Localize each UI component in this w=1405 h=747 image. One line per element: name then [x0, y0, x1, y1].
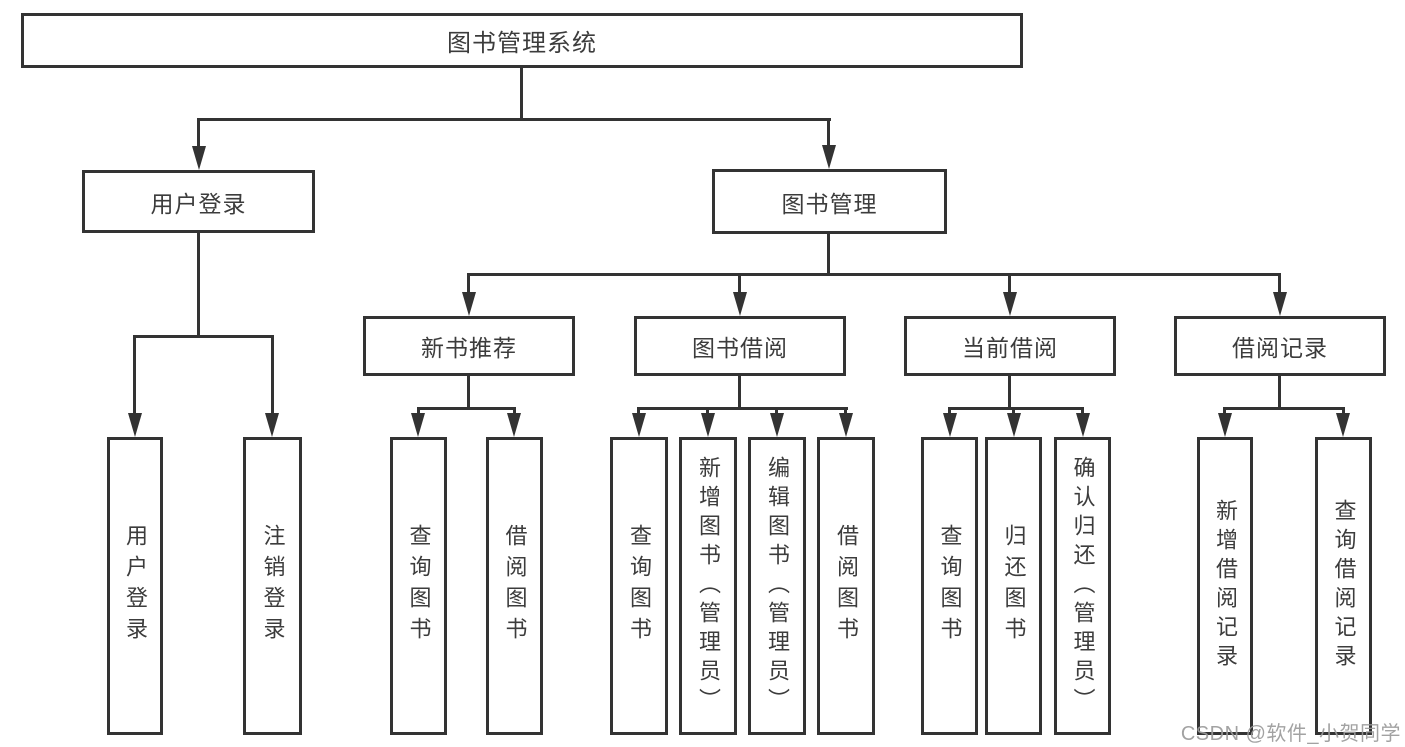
leaf-nb-borrow-books: 借阅图书 [486, 437, 543, 735]
arrow-leaf-logout [265, 413, 279, 437]
leaf-nb-query-books: 查询图书 [390, 437, 447, 735]
connector-drop-book-management [827, 118, 830, 147]
arrow-cb-confirm [1076, 413, 1090, 437]
connector-drop-new-book [467, 273, 470, 295]
arrow-book-borrow [733, 292, 747, 316]
leaf-logout-login: 注销登录 [243, 437, 302, 735]
connector-drop-leaf-user-login [133, 335, 136, 415]
leaf-bb-borrow-books: 借阅图书 [817, 437, 875, 735]
arrow-cb-return [1007, 413, 1021, 437]
leaf-br-query-record: 查询借阅记录 [1315, 437, 1372, 735]
connector-modules-split [467, 273, 1281, 276]
node-new-book-recommend: 新书推荐 [363, 316, 575, 376]
arrow-cb-query [943, 413, 957, 437]
leaf-cb-query-books: 查询图书 [921, 437, 978, 735]
connector-user-login-split [133, 335, 274, 338]
connector-root-trunk [520, 66, 523, 120]
leaf-cb-return-books: 归还图书 [985, 437, 1042, 735]
node-book-management: 图书管理 [712, 169, 947, 234]
node-borrow-record: 借阅记录 [1174, 316, 1386, 376]
node-user-login: 用户登录 [82, 170, 315, 233]
connector-drop-current-borrow [1008, 273, 1011, 295]
arrow-user-login [192, 146, 206, 170]
node-current-borrow: 当前借阅 [904, 316, 1116, 376]
connector-drop-book-borrow [738, 273, 741, 295]
leaf-user-login: 用户登录 [107, 437, 163, 735]
connector-drop-user-login [197, 118, 200, 148]
arrow-br-add [1218, 413, 1232, 437]
connector-drop-borrow-record [1278, 273, 1281, 295]
arrow-bb-borrow [839, 413, 853, 437]
leaf-br-add-record: 新增借阅记录 [1197, 437, 1253, 735]
leaf-cb-confirm-return-admin: 确认归还（管理员） [1054, 437, 1111, 735]
leaf-bb-query-books: 查询图书 [610, 437, 668, 735]
connector-borrow-record-split [1223, 407, 1345, 410]
arrow-nb-borrow [507, 413, 521, 437]
arrow-br-query [1336, 413, 1350, 437]
node-book-borrow: 图书借阅 [634, 316, 846, 376]
connector-new-book-trunk [467, 374, 470, 409]
arrow-borrow-record [1273, 292, 1287, 316]
arrow-bb-query [632, 413, 646, 437]
connector-root-split [197, 118, 831, 121]
connector-user-login-trunk [197, 231, 200, 337]
leaf-bb-add-books-admin: 新增图书（管理员） [679, 437, 737, 735]
arrow-new-book [462, 292, 476, 316]
connector-current-borrow-split [948, 407, 1084, 410]
connector-book-management-trunk [827, 232, 830, 275]
arrow-current-borrow [1003, 292, 1017, 316]
arrow-bb-add [701, 413, 715, 437]
leaf-bb-edit-books-admin: 编辑图书（管理员） [748, 437, 806, 735]
connector-current-borrow-trunk [1008, 374, 1011, 409]
connector-new-book-split [417, 407, 516, 410]
arrow-leaf-user-login [128, 413, 142, 437]
arrow-bb-edit [770, 413, 784, 437]
connector-book-borrow-trunk [738, 374, 741, 409]
arrow-nb-query [411, 413, 425, 437]
csdn-watermark: CSDN @软件_小贺同学 [1180, 723, 1401, 745]
connector-drop-leaf-logout [271, 335, 274, 415]
connector-borrow-record-trunk [1278, 374, 1281, 409]
connector-book-borrow-split [637, 407, 848, 410]
arrow-book-management [822, 145, 836, 169]
node-library-management-system: 图书管理系统 [21, 13, 1023, 68]
